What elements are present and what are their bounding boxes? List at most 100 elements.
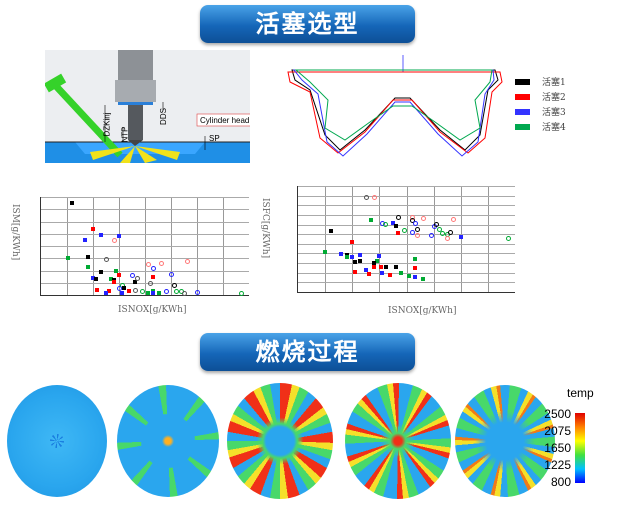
label-dds: DDS	[158, 108, 168, 125]
grid-line-horizontal	[41, 246, 249, 247]
legend-item: 活塞1	[515, 74, 566, 89]
data-point	[145, 290, 150, 295]
data-point	[371, 194, 377, 200]
label-sealing-surface: Cylinder head sealing surface	[200, 116, 250, 125]
data-point	[371, 261, 376, 266]
data-point	[382, 221, 388, 227]
data-point	[352, 260, 357, 265]
data-point	[384, 264, 389, 269]
data-point	[150, 274, 155, 279]
legend-item: 活塞4	[515, 119, 566, 134]
data-point	[94, 288, 99, 293]
grid-line-horizontal	[41, 270, 249, 272]
data-point	[358, 259, 363, 264]
data-point	[132, 288, 138, 294]
grid-line-vertical	[325, 186, 327, 292]
y-axis-label: ISFC[g/KWh]	[260, 198, 270, 259]
grid-line-horizontal	[298, 243, 515, 245]
data-point	[98, 269, 103, 274]
x-axis-label: ISNOX[g/KWh]	[118, 305, 187, 315]
grid-line-horizontal	[298, 263, 515, 265]
grid-line-horizontal	[41, 197, 249, 198]
grid-line-horizontal	[298, 253, 515, 255]
data-point	[380, 270, 385, 275]
combustion-frame-2	[117, 385, 219, 497]
data-point	[350, 239, 355, 244]
data-point	[157, 290, 162, 295]
temperature-tick: 800	[550, 475, 571, 489]
temperature-tick: 2500	[544, 407, 571, 421]
data-point	[119, 291, 124, 296]
injector-diagram: DZKinj NTP DDS SP Cylinder head sealing …	[45, 50, 250, 163]
data-point	[163, 289, 169, 295]
grid-line-horizontal	[298, 272, 515, 274]
data-point	[98, 232, 103, 237]
grid-line-horizontal	[41, 209, 249, 211]
data-point	[91, 275, 95, 280]
temperature-tick: 2075	[544, 424, 571, 438]
combustion-frame-5	[455, 385, 555, 497]
grid-line-vertical	[379, 186, 381, 292]
data-point	[415, 227, 421, 233]
data-point	[174, 288, 180, 294]
data-point	[350, 255, 355, 260]
data-point	[158, 261, 164, 267]
data-point	[363, 267, 368, 272]
data-point	[458, 235, 463, 240]
plot-area	[297, 186, 515, 293]
plot-area	[40, 197, 249, 296]
temperature-scale-title: temp	[567, 386, 594, 400]
grid-line-horizontal	[298, 234, 515, 236]
data-point	[171, 283, 177, 289]
data-point	[352, 269, 357, 274]
data-point	[378, 264, 383, 269]
legend-item: 活塞3	[515, 104, 566, 119]
data-point	[169, 272, 174, 278]
data-point	[111, 279, 116, 284]
temperature-tick: 1650	[544, 441, 571, 455]
isfc-vs-isnox-chart: ISFC[g/KWh] ISNOX[g/KWh]	[250, 180, 530, 320]
data-point	[401, 228, 407, 234]
data-point	[85, 264, 90, 269]
grid-line-horizontal	[298, 224, 515, 226]
data-point	[184, 258, 190, 264]
data-point	[420, 276, 425, 281]
grid-line-horizontal	[298, 195, 515, 197]
data-point	[150, 291, 155, 296]
data-point	[106, 288, 111, 293]
data-point	[412, 265, 417, 270]
data-point	[434, 221, 440, 227]
grid-line-vertical	[487, 186, 489, 292]
data-point	[104, 290, 108, 295]
data-point	[412, 257, 417, 262]
data-point	[393, 264, 398, 269]
label-sp: SP	[209, 134, 220, 143]
data-point	[85, 255, 90, 260]
legend-label: 活塞4	[542, 123, 566, 133]
piston-profile-plot	[287, 55, 503, 157]
data-point	[412, 220, 418, 226]
temperature-tick: 1225	[544, 458, 571, 472]
data-point	[109, 277, 114, 282]
data-point	[388, 273, 393, 278]
data-point	[148, 280, 154, 286]
legend-label: 活塞3	[542, 108, 566, 118]
label-dzkinj: DZKinj	[102, 112, 112, 137]
data-point	[140, 288, 146, 294]
data-point	[91, 226, 95, 231]
legend-swatch	[515, 108, 530, 115]
grid-line-horizontal	[298, 282, 515, 284]
data-point	[445, 236, 451, 242]
grid-line-horizontal	[41, 221, 249, 223]
grid-line-horizontal	[41, 258, 249, 260]
legend-swatch	[515, 93, 530, 100]
injection-spray-pattern	[50, 434, 64, 448]
data-point	[111, 237, 117, 243]
legend-label: 活塞1	[542, 78, 566, 88]
data-point	[66, 255, 71, 260]
legend-label: 活塞2	[542, 93, 566, 103]
data-point	[409, 230, 415, 236]
data-point	[70, 201, 75, 206]
data-point	[135, 276, 141, 282]
ism-vs-isnox-chart: ISM[g/KWh] ISNOX[g/KWh]	[0, 180, 260, 320]
